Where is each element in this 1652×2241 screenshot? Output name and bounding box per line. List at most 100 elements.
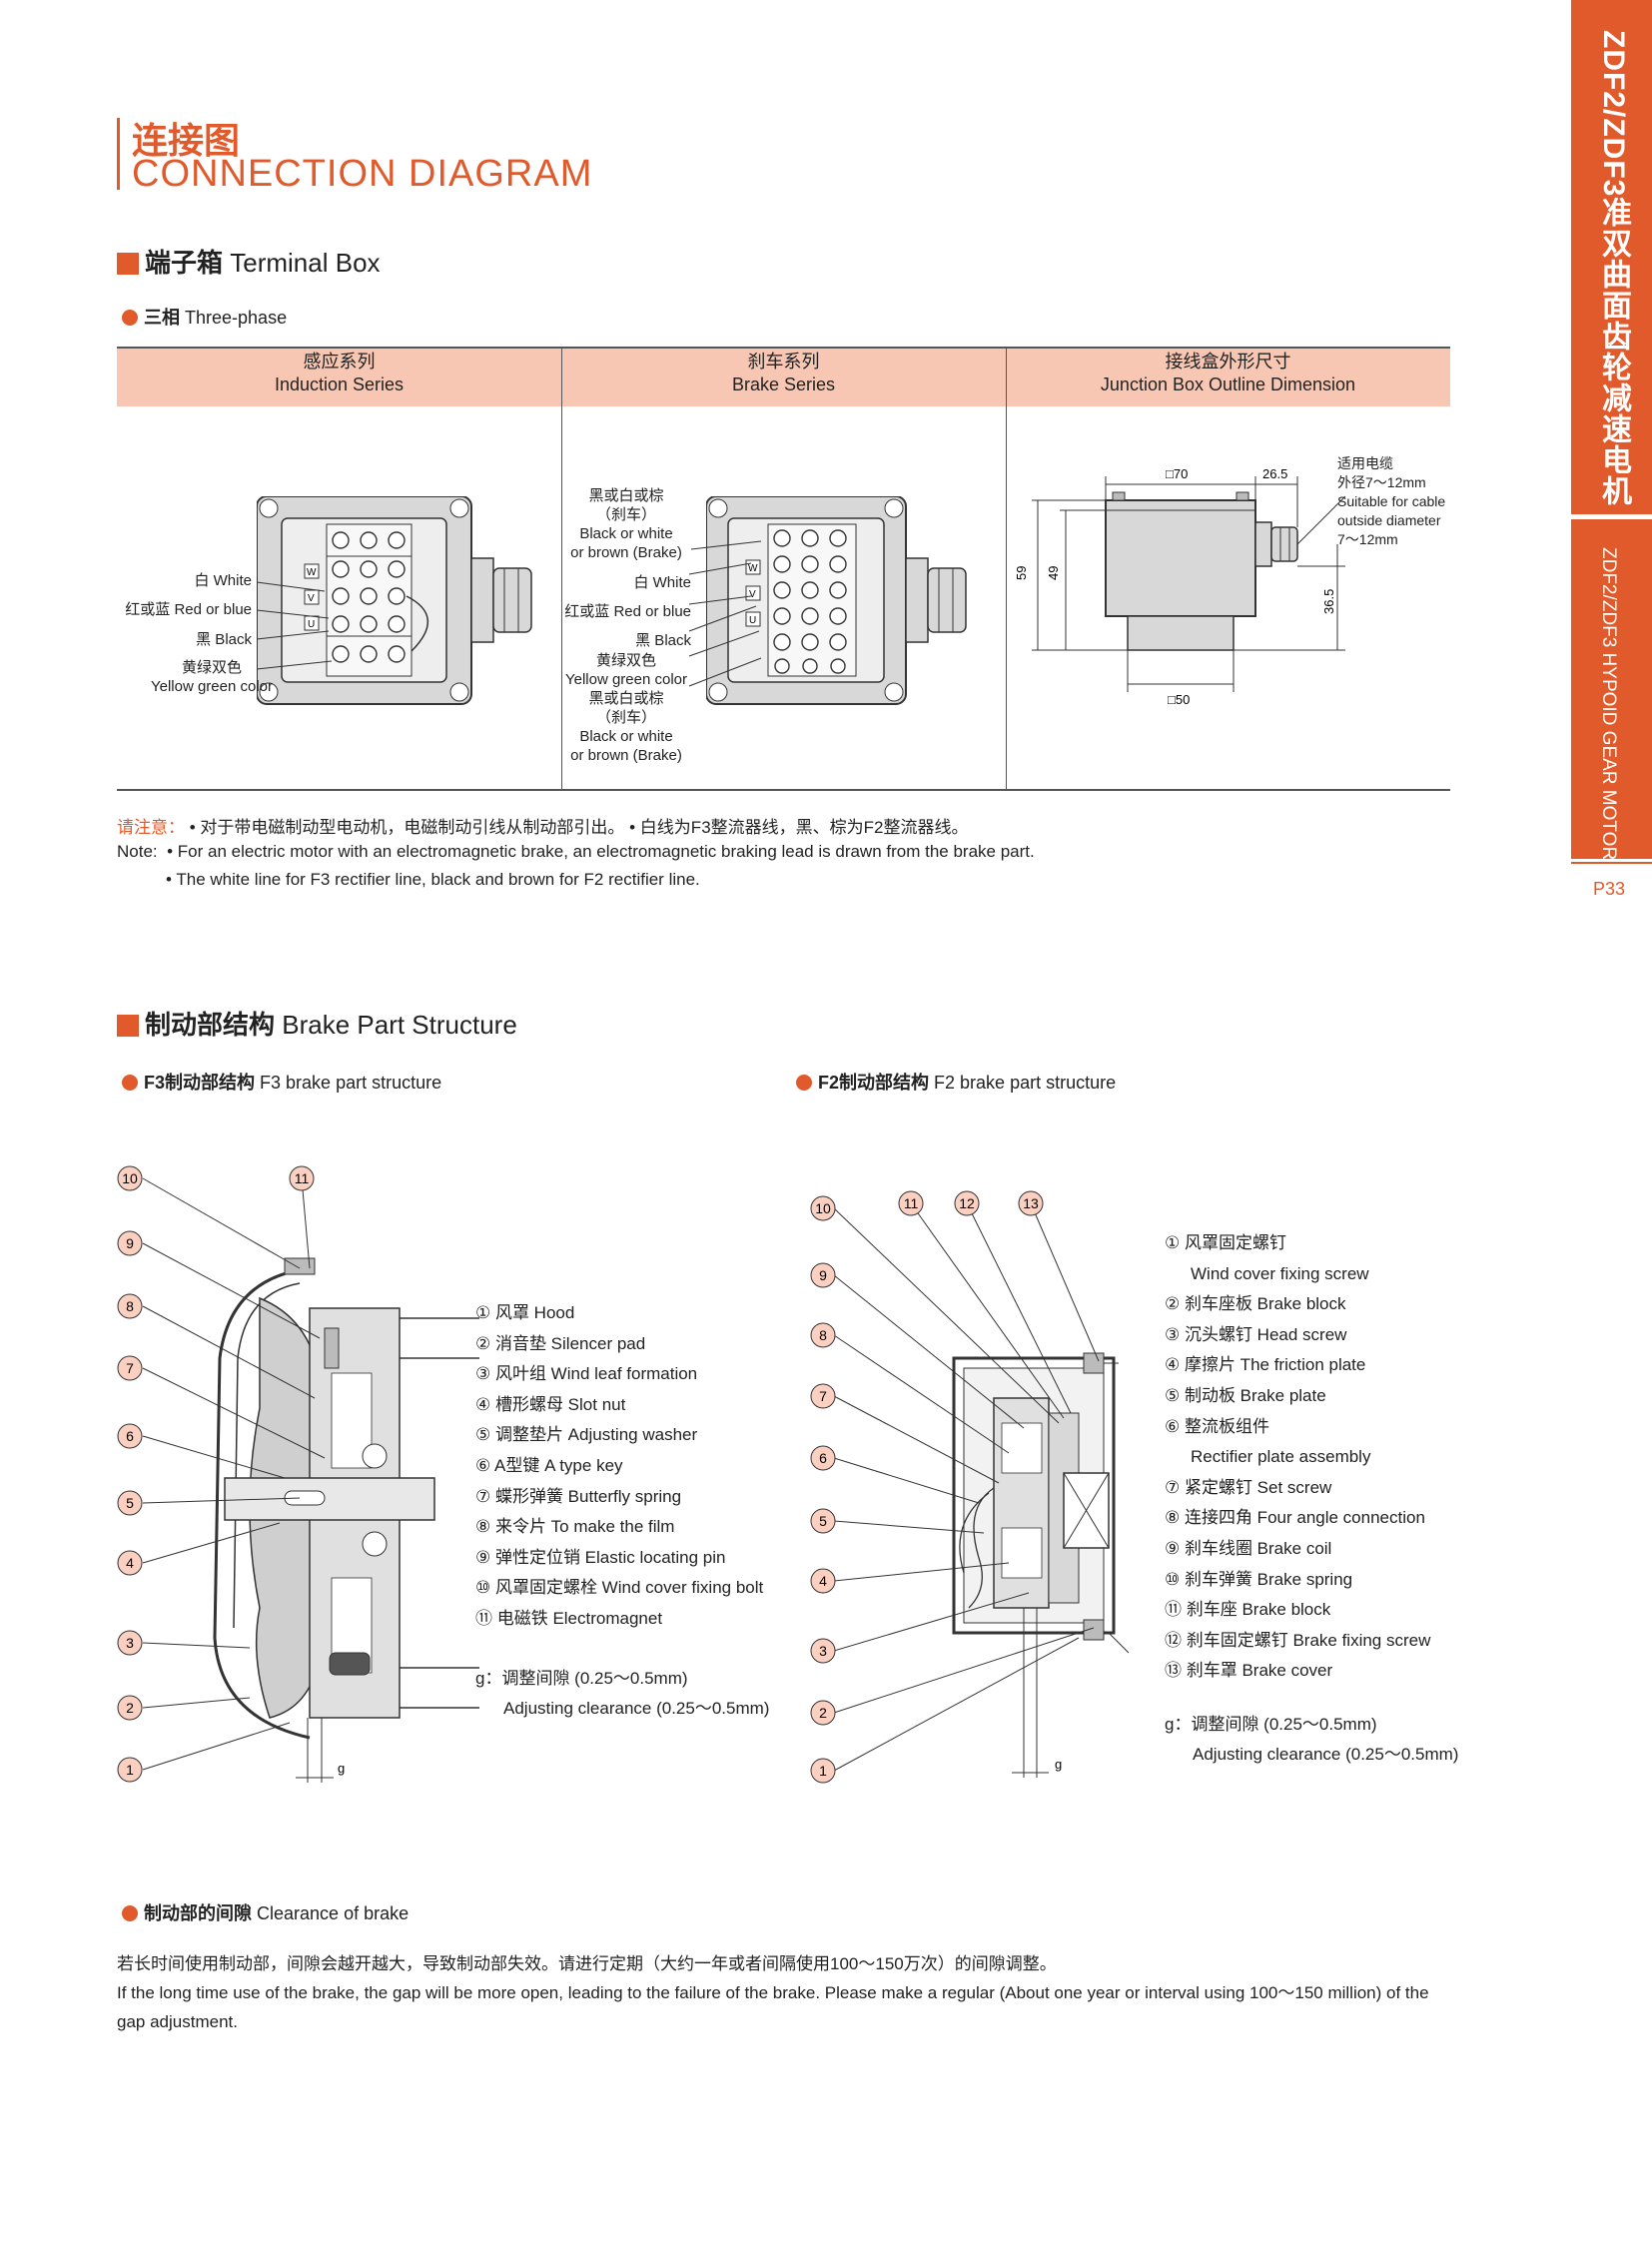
bullet-dot-icon [122, 1075, 138, 1091]
f2-part-item: ⑫ 刹车固定螺钉 Brake fixing screw [1165, 1630, 1431, 1650]
svg-text:5: 5 [819, 1513, 827, 1529]
note-en-1: Note: • For an electric motor with an el… [117, 842, 1035, 861]
f2-part-item: ⑦ 紧定螺钉 Set screw [1165, 1477, 1332, 1497]
dim-59: 59 [1014, 566, 1029, 580]
clearance-title: 制动部的间隙 Clearance of brake [122, 1899, 409, 1925]
bullet-dot-icon [796, 1075, 812, 1091]
terminal-letter-u: U [308, 619, 315, 630]
three-phase-label: 三相 Three-phase [122, 304, 287, 330]
dim-36-5: 36.5 [1321, 589, 1336, 614]
note-cn: 请注意： • 对于带电磁制动型电动机，电磁制动引线从制动部引出。 • 白线为F3… [117, 818, 969, 837]
f2-clearance-note: g：调整间隙 (0.25～0.5mm) Adjusting clearance … [1165, 1715, 1459, 1764]
svg-text:11: 11 [904, 1195, 919, 1211]
svg-text:7: 7 [819, 1388, 827, 1404]
page-title-en: CONNECTION DIAGRAM [132, 153, 593, 195]
svg-text:8: 8 [819, 1327, 827, 1343]
f2-part-item: ⑨ 刹车线圈 Brake coil [1165, 1538, 1332, 1558]
svg-text:2: 2 [126, 1700, 134, 1716]
f2-callout-circles: 10 11 12 13 9 8 7 6 5 4 3 2 1 [810, 1190, 1044, 1784]
dim-26-5: 26.5 [1262, 466, 1287, 481]
brake-label-white: 白 White [633, 574, 691, 591]
f3-part-item: ④ 槽形螺母 Slot nut [475, 1394, 626, 1414]
f3-part-item: ⑨ 弹性定位销 Elastic locating pin [475, 1547, 726, 1567]
f3-part-item: ① 风罩 Hood [475, 1303, 575, 1322]
f2-part-item: ⑪ 刹车座 Brake block [1165, 1600, 1331, 1620]
svg-text:3: 3 [126, 1635, 134, 1651]
f3-part-item: ③ 风叶组 Wind leaf formation [475, 1364, 698, 1384]
side-tab-subtitle: ZDF2/ZDF3 HYPOID GEAR MOTOR [1598, 547, 1619, 861]
cable-spec-label: 适用电缆 外径7～12mm Suitable for cable outside… [1337, 455, 1446, 547]
terminal-letter-w: W [307, 567, 317, 578]
terminal-letter-v: V [308, 593, 315, 604]
f3-structure-title: F3制动部结构 F3 brake part structure [122, 1069, 441, 1095]
svg-text:10: 10 [815, 1200, 831, 1216]
f2-part-item: Wind cover fixing screw [1191, 1263, 1369, 1283]
induction-label-red-blue: 红或蓝 Red or blue [125, 601, 252, 618]
induction-label-white: 白 White [194, 572, 252, 589]
section-square-icon [117, 253, 139, 275]
svg-text:4: 4 [126, 1555, 134, 1571]
brake-terminal-box-diagram: W V U [706, 496, 967, 705]
f2-part-item: ③ 沉头螺钉 Head screw [1165, 1324, 1347, 1344]
clearance-text-en: If the long time use of the brake, the g… [117, 1983, 1429, 2031]
f3-part-item: ⑤ 调整垫片 Adjusting washer [475, 1425, 698, 1445]
svg-text:9: 9 [819, 1267, 827, 1283]
terminal-box-title: 端子箱 Terminal Box [117, 243, 381, 280]
f2-callouts [833, 1202, 1100, 1772]
table-divider [1006, 347, 1007, 791]
f2-part-item: Rectifier plate assembly [1191, 1447, 1371, 1467]
clearance-text-cn: 若长时间使用制动部，间隙会越开越大，导致制动部失效。请进行定期（大约一年或者间隔… [117, 1954, 1057, 1973]
f3-part-item: ⑥ A型键 A type key [475, 1455, 623, 1475]
side-tab-title-block: ZDF2/ZDF3准双曲面齿轮减速电机 [1571, 0, 1652, 514]
dim-49: 49 [1046, 566, 1061, 580]
f3-part-item: ⑩ 风罩固定螺栓 Wind cover fixing bolt [475, 1578, 764, 1598]
table-bottom-rule [117, 789, 1450, 791]
f3-brake-diagram: g 10 11 9 8 7 6 5 4 3 2 1 [117, 1165, 479, 1783]
induction-label-black: 黑 Black [196, 631, 252, 648]
induction-terminal-box-diagram: W V U [257, 496, 532, 705]
svg-text:6: 6 [819, 1450, 827, 1466]
brake-terminal-letter-v: V [749, 589, 756, 600]
svg-text:3: 3 [819, 1643, 827, 1659]
junction-box-dimension-diagram: □70 26.5 59 49 36.5 □50 [1014, 466, 1346, 707]
svg-text:1: 1 [819, 1763, 827, 1779]
f2-part-item: ⑩ 刹车弹簧 Brake spring [1165, 1569, 1353, 1589]
f2-structure-title: F2制动部结构 F2 brake part structure [796, 1069, 1116, 1095]
page-number: P33 [1593, 879, 1626, 899]
f2-part-item: ⑬ 刹车罩 Brake cover [1165, 1661, 1333, 1681]
f2-g-label: g [1055, 1757, 1062, 1772]
f3-part-item: ② 消音垫 Silencer pad [475, 1333, 646, 1353]
brake-label-bottom: 黄绿双色 Yellow green color 黑或白或棕 （刹车） Black… [564, 652, 688, 764]
table-header [117, 347, 1450, 406]
f2-brake-diagram: g 10 11 12 13 9 8 7 6 5 4 3 2 1 [810, 1190, 1130, 1784]
f2-part-item: ⑤ 制动板 Brake plate [1165, 1385, 1326, 1405]
svg-text:1: 1 [126, 1762, 134, 1778]
f3-part-item: ⑦ 蝶形弹簧 Butterfly spring [475, 1486, 682, 1506]
svg-text:7: 7 [126, 1360, 134, 1376]
induction-leader-lines [256, 581, 333, 670]
svg-text:11: 11 [295, 1170, 310, 1186]
svg-text:4: 4 [819, 1573, 827, 1589]
svg-text:10: 10 [122, 1170, 138, 1186]
svg-text:6: 6 [126, 1428, 134, 1444]
page-title-cn: 连接图 [132, 120, 241, 161]
f2-part-item: ⑧ 连接四角 Four angle connection [1165, 1508, 1425, 1528]
svg-text:9: 9 [126, 1235, 134, 1251]
f3-g-label: g [338, 1761, 345, 1776]
f2-part-item: ② 刹车座板 Brake block [1165, 1294, 1346, 1314]
brake-terminal-letter-u: U [749, 615, 756, 626]
table-divider [561, 347, 562, 791]
f2-part-item: ④ 摩擦片 The friction plate [1165, 1355, 1366, 1375]
dim-70: □70 [1166, 466, 1188, 481]
side-tab-rule [1571, 862, 1652, 864]
svg-text:8: 8 [126, 1298, 134, 1314]
brake-label-top: 黑或白或棕 （刹车） Black or white or brown (Brak… [570, 487, 682, 561]
f2-parts-list: ① 风罩固定螺钉 Wind cover fixing screw ② 刹车座板 … [1165, 1228, 1430, 1687]
bullet-dot-icon [122, 1905, 138, 1921]
f3-part-item: ⑧ 来令片 To make the film [475, 1517, 675, 1537]
brake-label-black: 黑 Black [635, 632, 691, 649]
